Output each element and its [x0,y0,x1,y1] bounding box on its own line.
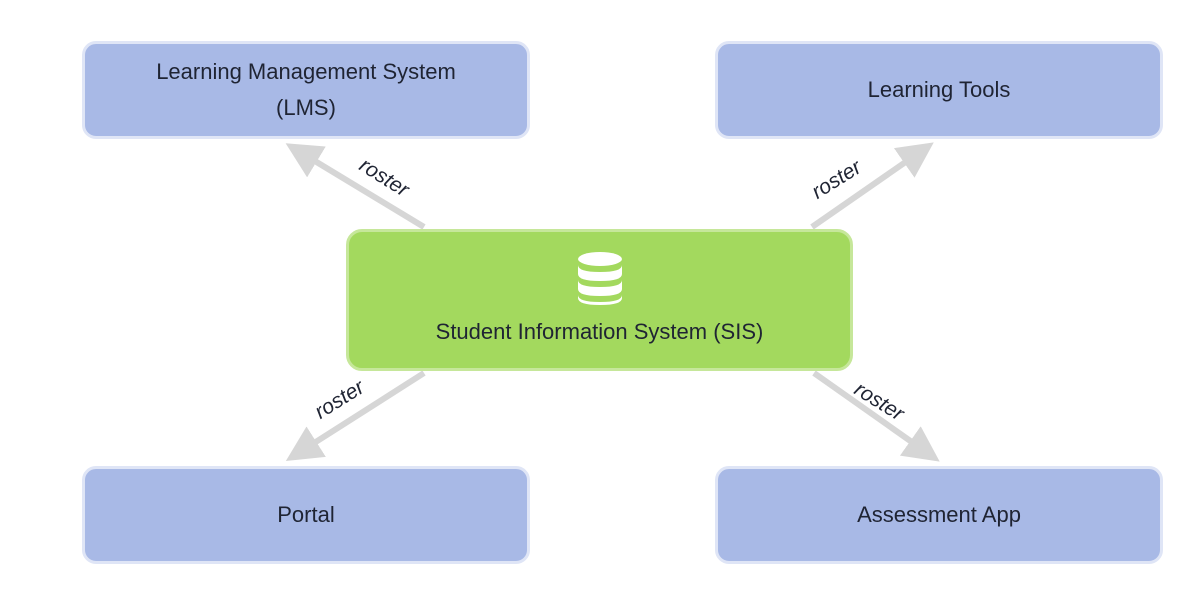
node-lms-label-line1: Learning Management System [156,59,456,84]
node-lms[interactable]: Learning Management System (LMS) [82,41,530,139]
node-assessment-app[interactable]: Assessment App [715,466,1163,564]
node-sis[interactable]: Student Information System (SIS) [346,229,853,371]
node-learning-tools[interactable]: Learning Tools [715,41,1163,139]
node-lms-label-line2: (LMS) [276,95,336,120]
node-assessment-app-label: Assessment App [857,502,1021,527]
database-icon [577,252,622,305]
arrow-sis-to-lms [285,143,426,230]
node-portal[interactable]: Portal [82,466,530,564]
node-sis-label: Student Information System (SIS) [435,319,764,344]
node-lms-label: Learning Management System (LMS) [136,54,476,126]
node-learning-tools-label: Learning Tools [867,77,1011,102]
node-portal-label: Portal [277,502,335,527]
arrow-sis-to-portal [285,370,426,462]
arrow-sis-to-learning-tools [810,142,934,230]
arrow-sis-to-assessment-app [812,370,940,462]
